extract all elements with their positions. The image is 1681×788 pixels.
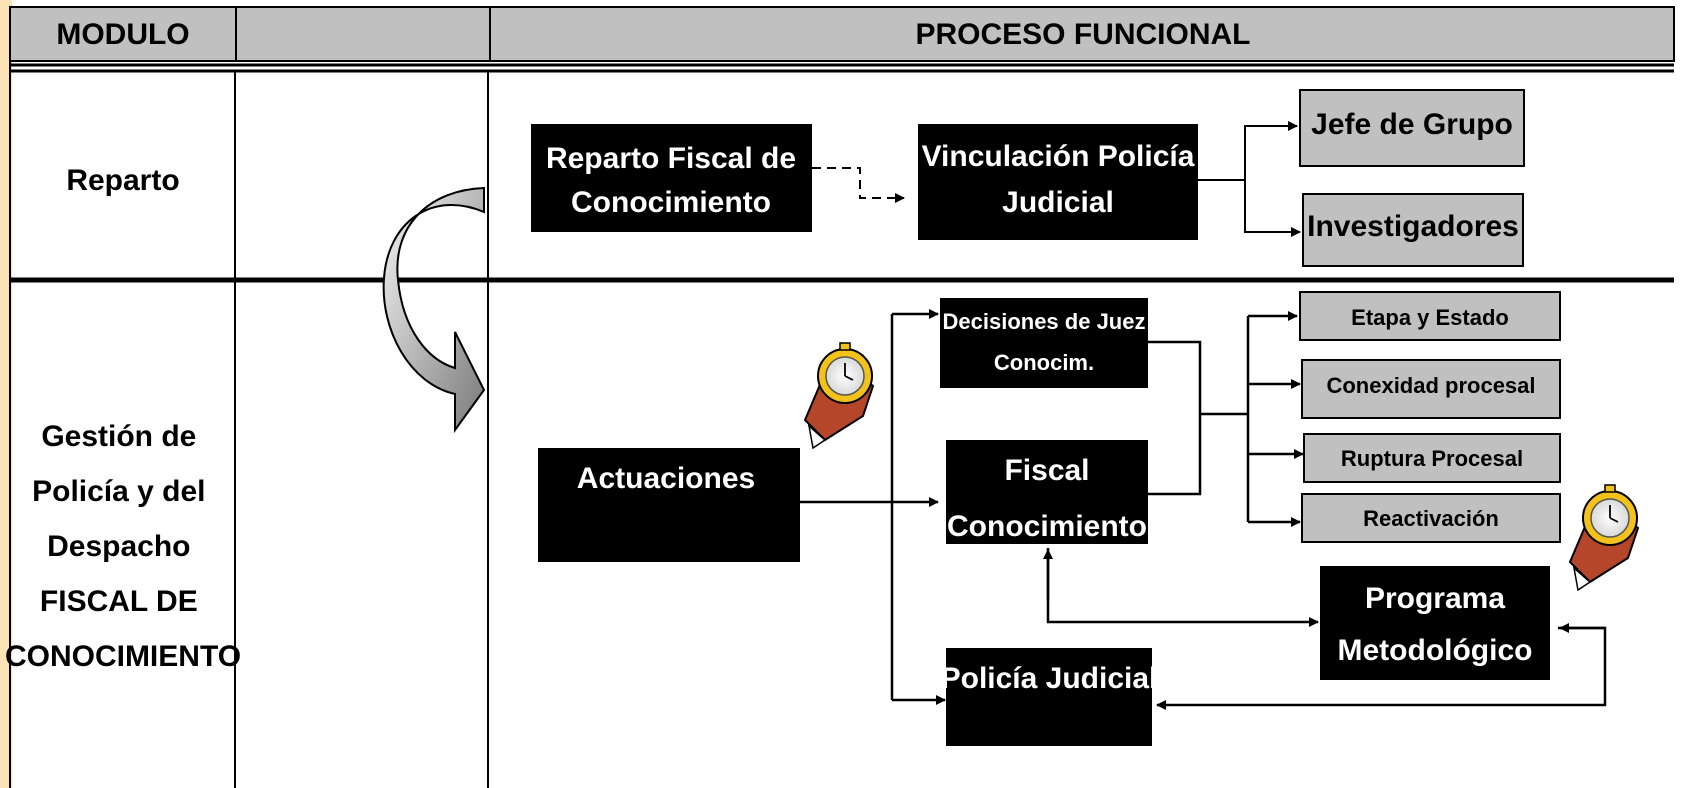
header-process: PROCESO FUNCIONAL	[915, 18, 1250, 51]
box-label: Conexidad procesal	[1326, 373, 1535, 398]
module-gestion-line: Despacho	[47, 530, 190, 563]
reparto-connectors	[812, 121, 1301, 237]
dashed-connector	[812, 167, 905, 203]
stopwatch-icon	[803, 342, 875, 450]
fiscal-programa-link	[1046, 548, 1319, 627]
box-label: Fiscal	[1004, 454, 1089, 487]
box-actuaciones: Actuaciones	[538, 448, 800, 562]
box-label: Decisiones de Juez	[943, 309, 1146, 334]
box-label: Reparto Fiscal de	[546, 142, 796, 175]
vinculacion-branch	[1198, 121, 1298, 181]
table-frame	[9, 6, 1675, 788]
module-gestion-line: CONOCIMIENTO	[5, 640, 241, 673]
box-label: Actuaciones	[577, 462, 755, 495]
box-label: Vinculación Policía	[922, 140, 1195, 173]
box-label: Policía Judicial	[941, 662, 1158, 695]
vinculacion-branch	[1244, 180, 1301, 237]
box-label: Investigadores	[1307, 210, 1519, 243]
box-vinculacion: Vinculación Policía Judicial	[918, 124, 1198, 240]
module-gestion-line: Policía y del	[32, 475, 205, 508]
module-gestion: Gestión de Policía y del Despacho FISCAL…	[5, 420, 241, 673]
header-row	[9, 6, 1675, 62]
decisiones-out	[1148, 340, 1202, 496]
box-jefe-grupo: Jefe de Grupo	[1299, 89, 1525, 167]
box-label: Reactivación	[1363, 506, 1499, 531]
box-label: Conocimiento	[947, 510, 1147, 543]
box-etapa: Etapa y Estado	[1299, 291, 1561, 341]
module-gestion-line: Gestión de	[41, 420, 196, 453]
box-label: Ruptura Procesal	[1341, 446, 1523, 471]
curved-arrow-icon	[382, 186, 486, 434]
box-label: Judicial	[1002, 186, 1114, 219]
box-reactivacion: Reactivación	[1301, 493, 1561, 543]
box-reparto-fiscal: Reparto Fiscal de Conocimiento	[531, 124, 812, 232]
box-programa: Programa Metodológico	[1320, 566, 1550, 680]
box-investigadores: Investigadores	[1302, 193, 1524, 267]
box-fiscal: Fiscal Conocimiento	[946, 440, 1148, 544]
box-label: Metodológico	[1338, 634, 1533, 667]
module-gestion-line: FISCAL DE	[40, 585, 198, 618]
page-left-tint	[0, 0, 360, 788]
box-label: Jefe de Grupo	[1311, 108, 1513, 141]
box-label: Programa	[1365, 582, 1505, 615]
header-module: MODULO	[56, 18, 189, 51]
box-label: Conocimiento	[571, 186, 771, 219]
box-label: Conocim.	[994, 350, 1094, 375]
box-decisiones: Decisiones de Juez Conocim.	[940, 298, 1148, 388]
box-policia: Policía Judicial	[941, 648, 1158, 746]
box-ruptura: Ruptura Procesal	[1303, 433, 1561, 483]
module-reparto: Reparto	[66, 164, 179, 197]
stopwatch-icon	[1568, 484, 1640, 592]
box-conexidad: Conexidad procesal	[1301, 359, 1561, 419]
box-label: Etapa y Estado	[1351, 305, 1509, 330]
gestion-connectors	[800, 309, 1607, 710]
